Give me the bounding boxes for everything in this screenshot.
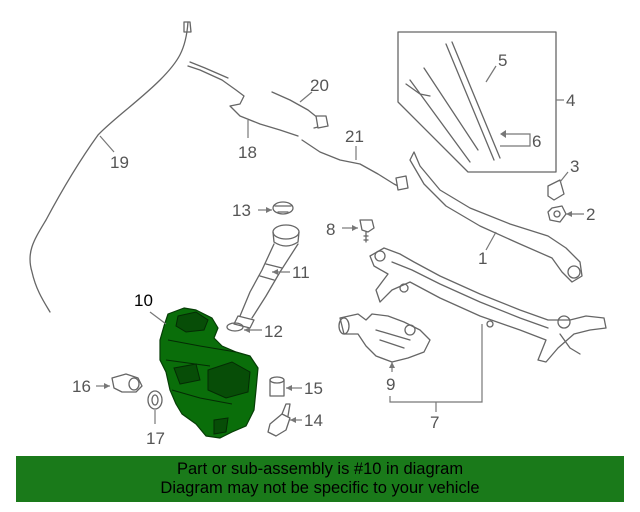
callout-5: 5 — [498, 51, 507, 70]
callout-7: 7 — [430, 413, 439, 432]
washer-pump-16[interactable]: 16 — [72, 373, 143, 396]
callout-9: 9 — [386, 375, 395, 394]
callout-21: 21 — [345, 127, 364, 146]
nut-2[interactable]: 2 — [547, 205, 595, 224]
callout-15: 15 — [304, 379, 323, 398]
callout-8: 8 — [326, 220, 335, 239]
callout-13: 13 — [232, 201, 251, 220]
wiper-arm-cap-3[interactable]: 3 — [547, 157, 579, 201]
callout-18: 18 — [238, 143, 257, 162]
callout-16: 16 — [72, 377, 91, 396]
callout-10: 10 — [134, 291, 153, 310]
callout-20: 20 — [310, 76, 329, 95]
seal-12[interactable]: 12 — [226, 322, 283, 341]
washer-reservoir-10[interactable]: 10 — [134, 291, 259, 439]
washer-hose-19[interactable]: 19 — [29, 21, 192, 313]
callout-2: 2 — [586, 205, 595, 224]
parts-diagram: 19 18 20 21 5 4 6 — [29, 21, 607, 448]
washer-hose-18[interactable]: 18 — [187, 61, 299, 162]
wiper-motor-9[interactable]: 9 — [338, 313, 431, 394]
callout-4: 4 — [566, 91, 575, 110]
connector-14[interactable]: 14 — [267, 403, 323, 437]
callout-11: 11 — [292, 263, 310, 282]
callout-6: 6 — [532, 132, 541, 151]
bolt-8[interactable]: 8 — [326, 219, 375, 243]
banner-line-2: Diagram may not be specific to your vehi… — [160, 479, 480, 497]
wiper-linkage-7[interactable]: 7 — [369, 247, 607, 432]
wiper-arm-1[interactable]: 1 — [409, 151, 583, 283]
grommet-17[interactable]: 17 — [146, 390, 165, 448]
level-sensor-15[interactable]: 15 — [269, 376, 323, 398]
callout-17: 17 — [146, 429, 165, 448]
reservoir-cap-13[interactable]: 13 — [232, 201, 294, 220]
callout-12: 12 — [264, 322, 283, 341]
callout-1: 1 — [478, 249, 487, 268]
callout-3: 3 — [570, 157, 579, 176]
banner-line-1: Part or sub-assembly is #10 in diagram — [176, 460, 464, 478]
washer-nozzle-20[interactable]: 20 — [271, 76, 329, 129]
washer-hose-21[interactable]: 21 — [301, 127, 409, 191]
callout-19: 19 — [110, 153, 129, 172]
filler-neck-11[interactable]: 11 — [233, 224, 310, 329]
wiper-blade-group[interactable]: 5 4 6 — [397, 31, 575, 173]
info-banner: Part or sub-assembly is #10 in diagram D… — [16, 456, 624, 502]
callout-14: 14 — [304, 411, 323, 430]
